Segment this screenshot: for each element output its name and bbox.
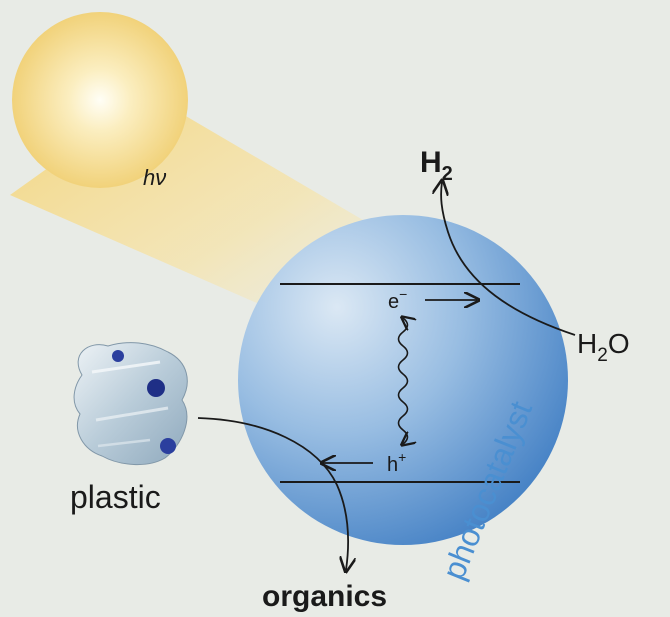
electron-charge: − — [399, 286, 407, 302]
sun-icon — [12, 12, 188, 188]
excitation-wave-arrow — [397, 318, 408, 444]
hole-label: h+ — [387, 449, 406, 476]
light-energy-label: hν — [143, 165, 166, 190]
photocatalyst-sphere — [238, 215, 568, 545]
hydrogen-product-label: H2 — [420, 146, 453, 185]
water-subscript: 2 — [597, 345, 608, 366]
electron-symbol: e — [388, 291, 399, 313]
organics-label: organics — [262, 580, 387, 613]
plastic-bottles-icon — [73, 342, 188, 466]
hole-symbol: h — [387, 454, 398, 476]
hydrogen-subscript: 2 — [442, 163, 453, 185]
water-oxygen-symbol: O — [608, 328, 630, 359]
water-reactant-label: H2O — [577, 328, 630, 366]
water-hydrogen-symbol: H — [577, 328, 597, 359]
electron-label: e− — [388, 286, 407, 313]
plastic-label: plastic — [70, 479, 161, 515]
water-reduction-arrow — [441, 182, 576, 336]
plastic-oxidation-arrow — [197, 417, 348, 570]
hole-charge: + — [398, 449, 406, 465]
hydrogen-symbol: H — [420, 146, 442, 179]
